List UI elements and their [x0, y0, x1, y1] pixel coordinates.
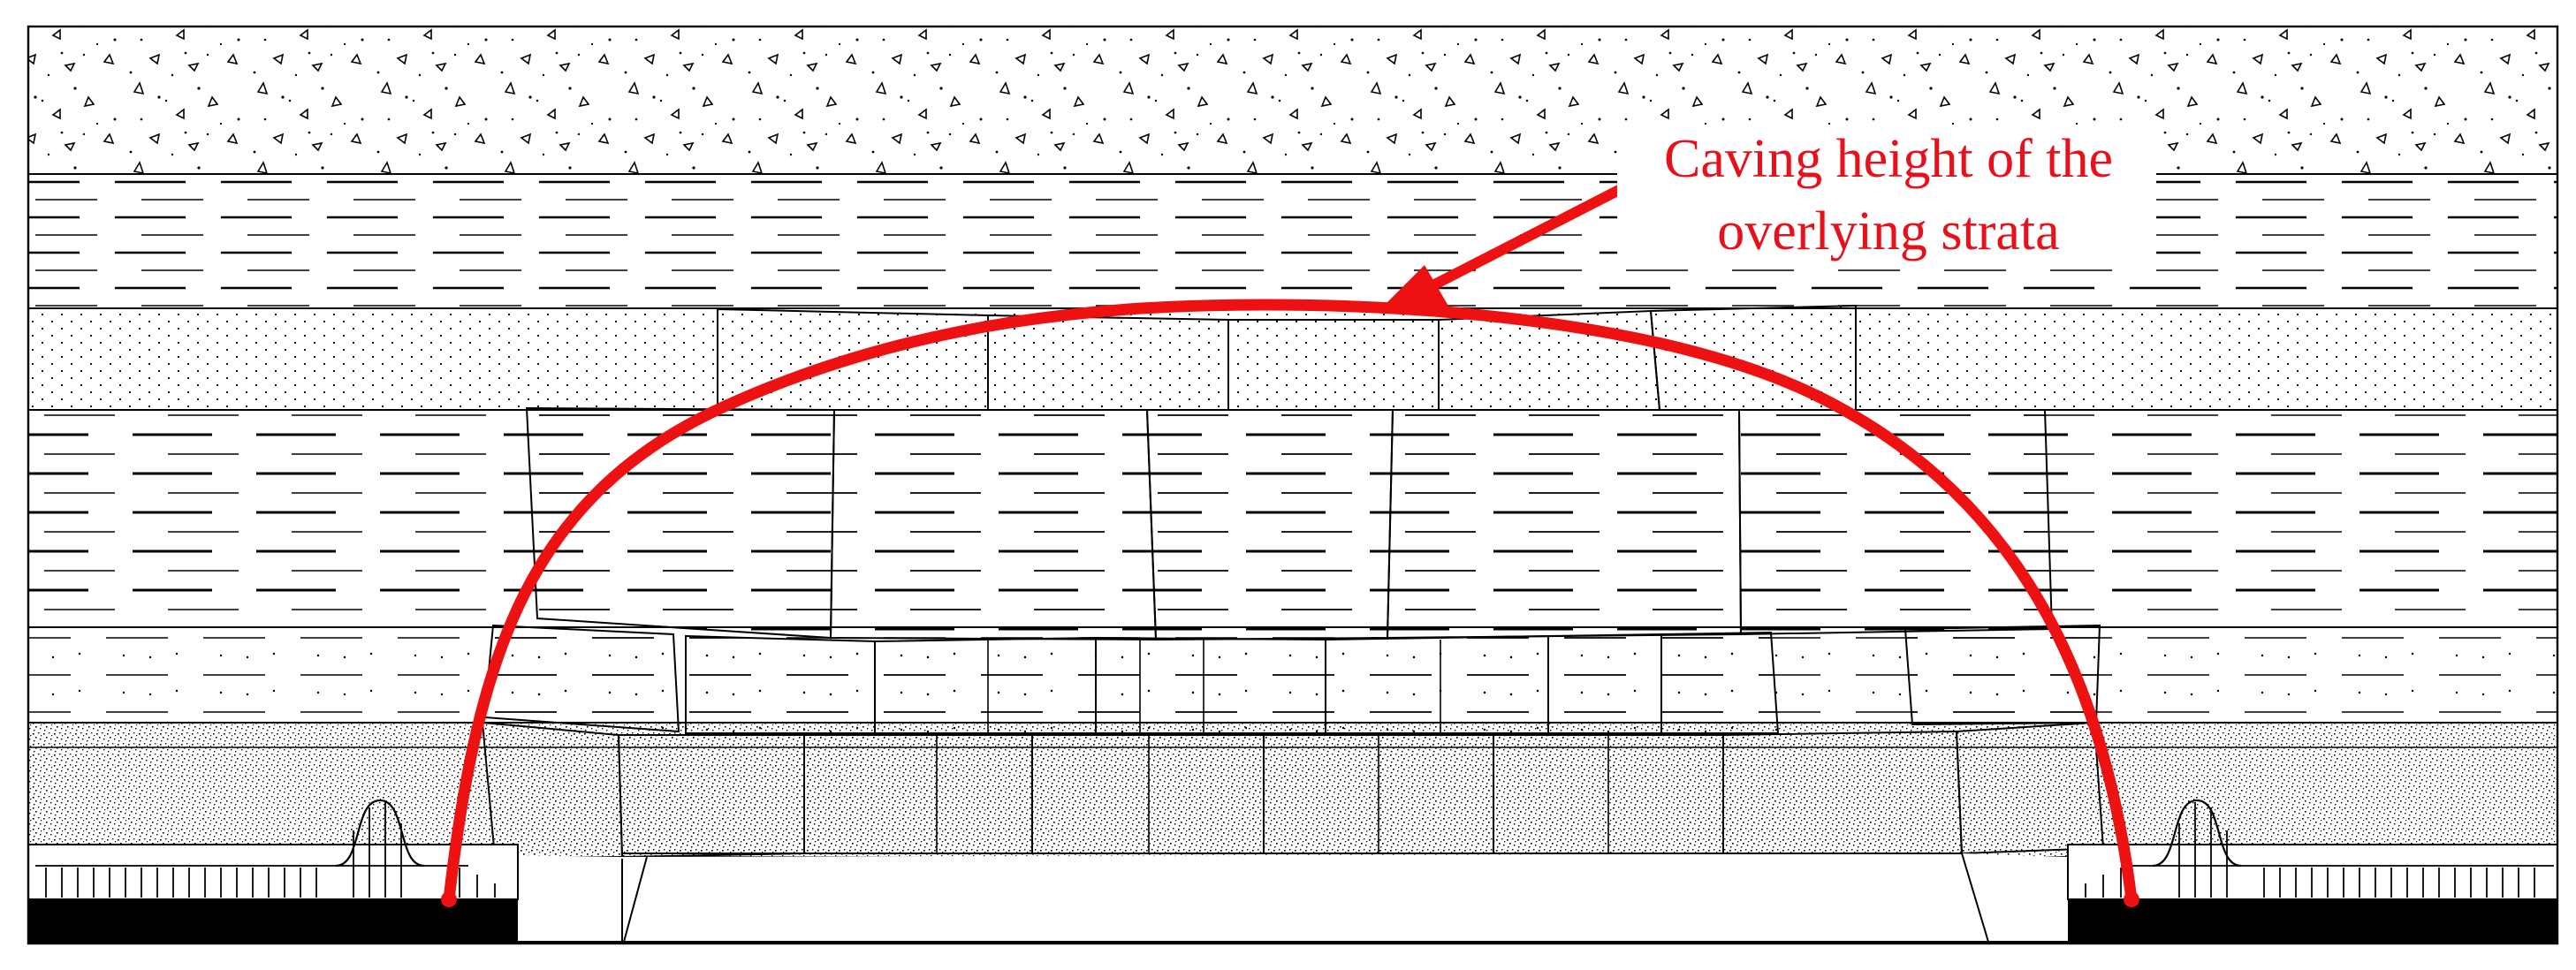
- left-abutment-pressure-arrows: [35, 799, 496, 898]
- top-gravel-layer: [27, 26, 2558, 175]
- mudstone-layer-upper: [27, 173, 2558, 309]
- broken-blocks: [481, 304, 2105, 859]
- right-abutment-pressure-arrows: [2085, 799, 2554, 898]
- curve-left-foot: [441, 891, 457, 907]
- caving-height-curve: [443, 299, 2138, 906]
- curve-right-foot: [2124, 891, 2139, 907]
- caving-height-label-line1: Caving height of the: [1664, 129, 2113, 189]
- left-coal-pillar: [27, 799, 519, 943]
- right-coal-seam: [2068, 899, 2557, 943]
- left-coal-seam: [28, 899, 518, 943]
- mined-out-goaf: [518, 853, 2068, 943]
- goaf-void: [518, 853, 2068, 943]
- caving-height-label-line2: overlying strata: [1717, 201, 2059, 261]
- block-divider-lines: [936, 638, 1609, 853]
- annotation-arrow: [1379, 182, 1627, 311]
- caving-height-label: Caving height of the overlying strata: [1617, 127, 2156, 269]
- right-coal-pillar: [2067, 799, 2558, 943]
- diagram-frame: [27, 25, 2559, 945]
